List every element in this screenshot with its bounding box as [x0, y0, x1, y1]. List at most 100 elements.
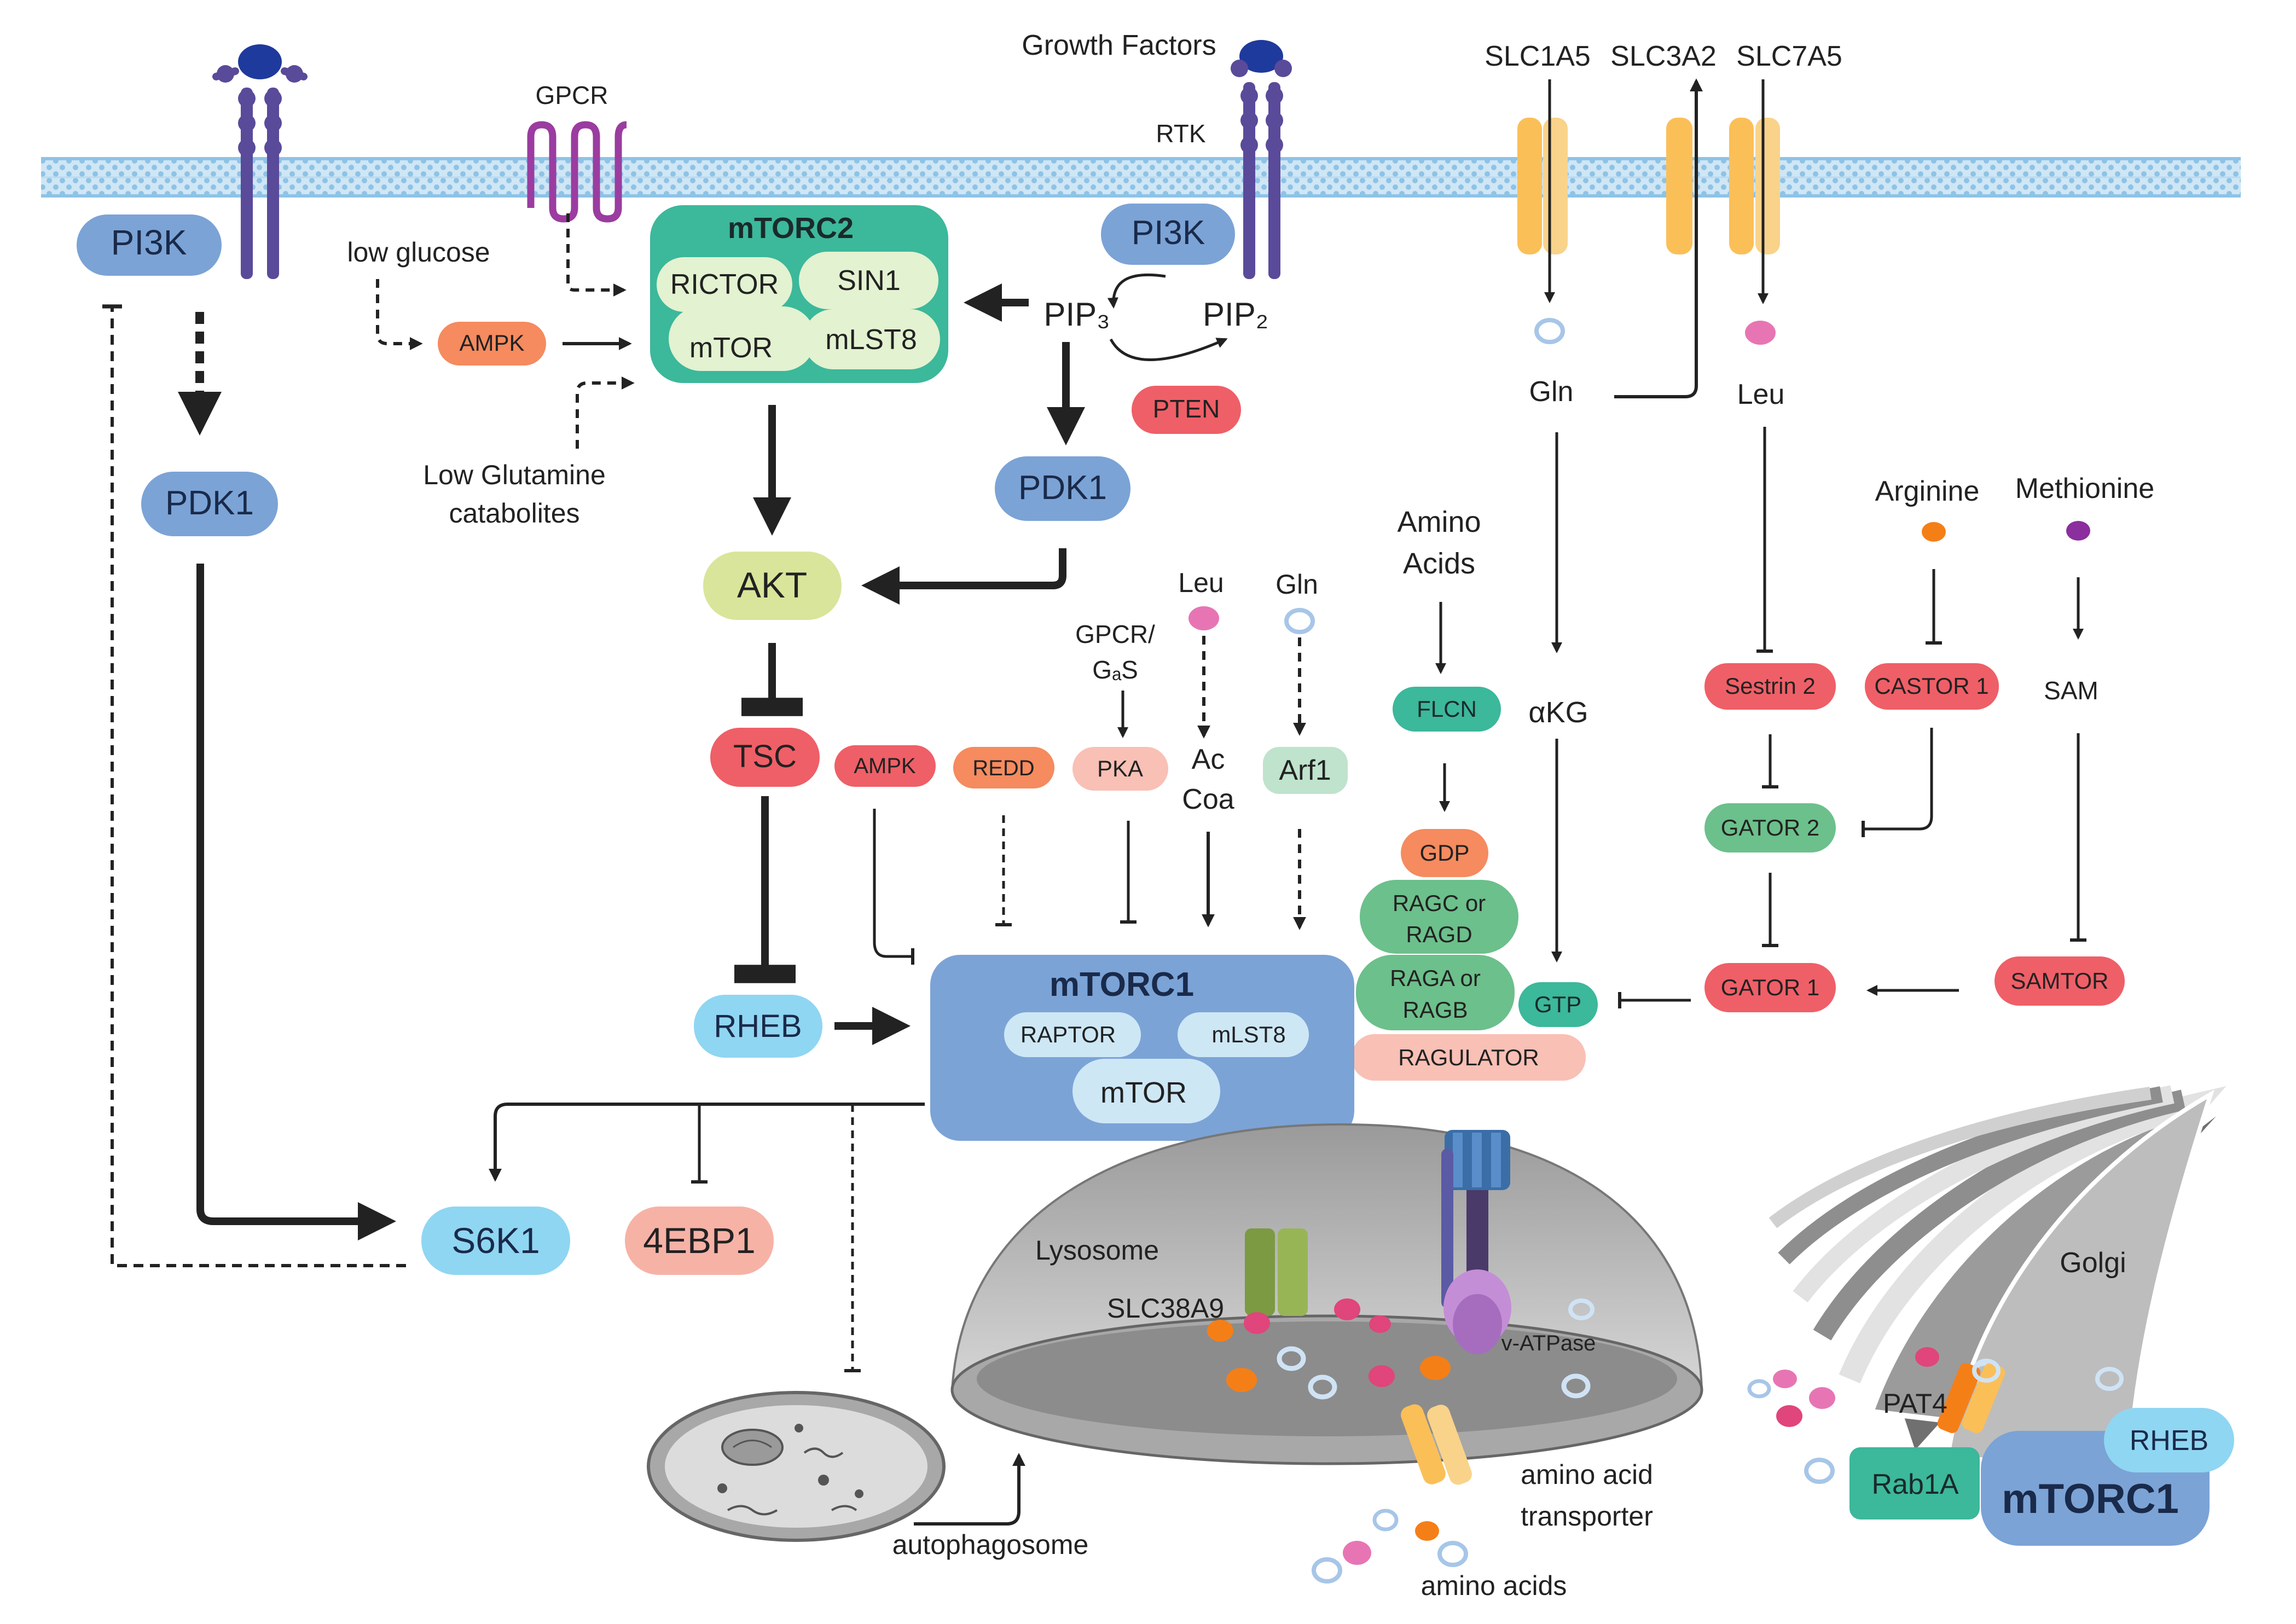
lysosome-amino-acid-dots [1207, 1298, 1595, 1400]
leu-mid-dot [1188, 606, 1219, 630]
mtorc2-mlst8-label: mLST8 [825, 324, 917, 356]
arf1-label: Arf1 [1279, 755, 1331, 786]
mtorc1-mlst8-label: mLST8 [1211, 1022, 1285, 1047]
tsc-node: TSC [710, 728, 820, 787]
4ebp1-node: 4EBP1 [625, 1207, 774, 1275]
aa-transporter-label-1: amino acid [1521, 1459, 1653, 1490]
vatpase-icon [1441, 1130, 1511, 1354]
leu-right-dot [1745, 321, 1776, 345]
slc3a2-transporter-icon [1666, 118, 1692, 254]
low-glutamine-label-1: Low Glutamine [423, 460, 606, 490]
ragulator-label: RAGULATOR [1398, 1045, 1539, 1070]
plasma-membrane [41, 157, 2241, 198]
flcn-label: FLCN [1417, 696, 1477, 722]
akg-label: αKG [1528, 696, 1588, 729]
arginine-dot [1922, 522, 1946, 542]
mtorc2-complex: mTORC2 RICTOR SIN1 mTOR mLST8 [650, 205, 948, 383]
s6k1-node: S6K1 [421, 1207, 570, 1275]
slc38a9-transporter-icon [1245, 1228, 1308, 1316]
gdp-label: GDP [1419, 840, 1469, 866]
gator2-label: GATOR 2 [1721, 815, 1820, 840]
slc1a5-label: SLC1A5 [1485, 40, 1591, 72]
golgi-label: Golgi [2060, 1247, 2126, 1279]
mtorc1-complex: mTORC1 RAPTOR mLST8 mTOR [930, 955, 1354, 1141]
low-glucose-label: low glucose [347, 237, 490, 268]
rictor-label: RICTOR [670, 269, 779, 300]
tsc-label: TSC [733, 739, 797, 774]
low-glutamine-label-2: catabolites [449, 498, 579, 529]
arginine-label: Arginine [1875, 475, 1980, 507]
pi3k-left-label: PI3K [111, 223, 187, 262]
raptor-label: RAPTOR [1021, 1022, 1116, 1047]
slc3a2-label: SLC3A2 [1610, 40, 1717, 72]
amino-acids-label-1: Amino [1397, 506, 1481, 538]
ampk-mid-label: AMPK [854, 754, 916, 778]
golgi-rheb-label: RHEB [2130, 1425, 2208, 1457]
sin1-label: SIN1 [837, 265, 901, 297]
castor1-label: CASTOR 1 [1874, 673, 1988, 699]
raga-node: RAGA or RAGB [1356, 955, 1515, 1030]
pdk1-right-label: PDK1 [1018, 469, 1107, 507]
gpcr-label: GPCR [536, 81, 608, 109]
rheb-label: RHEB [714, 1008, 802, 1044]
castor1-node: CASTOR 1 [1865, 663, 1999, 710]
gln-mid-label: Gln [1275, 569, 1318, 600]
s6k1-label: S6K1 [451, 1220, 540, 1261]
samtor-node: SAMTOR [1994, 956, 2125, 1006]
pka-node: PKA [1072, 747, 1168, 791]
growth-factors-label: Growth Factors [1022, 30, 1216, 61]
rheb-node: RHEB [694, 995, 822, 1058]
methionine-label: Methionine [2015, 473, 2154, 504]
amino-acids-label-2: Acids [1403, 547, 1475, 580]
raga-label-2: RAGB [1402, 997, 1468, 1023]
gpcr-gas-label-2: GₐS [1092, 656, 1138, 684]
akt-node: AKT [703, 552, 842, 620]
pdk1-left-node: PDK1 [141, 472, 278, 536]
lysosome: Lysosome [950, 1123, 1703, 1465]
gator2-node: GATOR 2 [1704, 803, 1836, 852]
redd-node: REDD [953, 747, 1054, 788]
mtorc2-title: mTORC2 [728, 212, 854, 245]
gdp-node: GDP [1401, 829, 1488, 877]
akt-label: AKT [737, 565, 807, 605]
free-amino-acid-dots [1312, 1509, 1468, 1584]
gtp-label: GTP [1534, 991, 1581, 1017]
golgi-mtorc1-label: mTORC1 [2002, 1476, 2179, 1522]
ac-coa-label-2: Coa [1182, 784, 1234, 815]
ragc-label-2: RAGD [1406, 921, 1472, 947]
pip3-label: PIP₃ [1043, 296, 1110, 333]
redd-label: REDD [972, 756, 1034, 780]
ac-coa-label-1: Ac [1192, 744, 1225, 775]
mtorc1-mtor-label: mTOR [1100, 1076, 1187, 1109]
arf1-node: Arf1 [1263, 747, 1348, 794]
golgi-icon [1769, 1085, 2227, 1480]
slc7a5-label: SLC7A5 [1736, 40, 1842, 72]
raga-label-1: RAGA or [1390, 965, 1481, 991]
samtor-label: SAMTOR [2011, 968, 2109, 994]
methionine-dot [2066, 521, 2090, 541]
slc7a5-transporter-icon [1729, 118, 1780, 254]
gln-right-label: Gln [1529, 376, 1574, 408]
pdk1-right-node: PDK1 [995, 456, 1130, 521]
pathway-edges [102, 78, 2086, 1526]
slc38a9-label: SLC38A9 [1107, 1293, 1224, 1324]
pi3k-left-node: PI3K [77, 214, 222, 276]
gln-right-dot [1534, 318, 1565, 344]
sestrin2-label: Sestrin 2 [1725, 673, 1816, 699]
ragc-node: RAGC or RAGD [1360, 880, 1518, 954]
vatpase-label: v-ATPase [1501, 1331, 1596, 1355]
ampk-mid-node: AMPK [834, 745, 936, 787]
gln-mid-dot [1284, 608, 1315, 634]
mtorc2-mtor-label: mTOR [689, 332, 773, 364]
gtp-node: GTP [1518, 982, 1598, 1027]
ragulator-node: RAGULATOR [1352, 1034, 1586, 1081]
gpcr-gas-label-1: GPCR/ [1075, 620, 1155, 648]
gpcr-icon [527, 121, 627, 223]
pat4-label: PAT4 [1883, 1388, 1947, 1419]
rtk-receptor-left-icon [212, 44, 308, 279]
mtorc1-title: mTORC1 [1050, 966, 1194, 1004]
sestrin2-node: Sestrin 2 [1704, 663, 1836, 710]
rab1a-label: Rab1A [1872, 1469, 1959, 1500]
ampk-top-label: AMPK [459, 330, 524, 356]
